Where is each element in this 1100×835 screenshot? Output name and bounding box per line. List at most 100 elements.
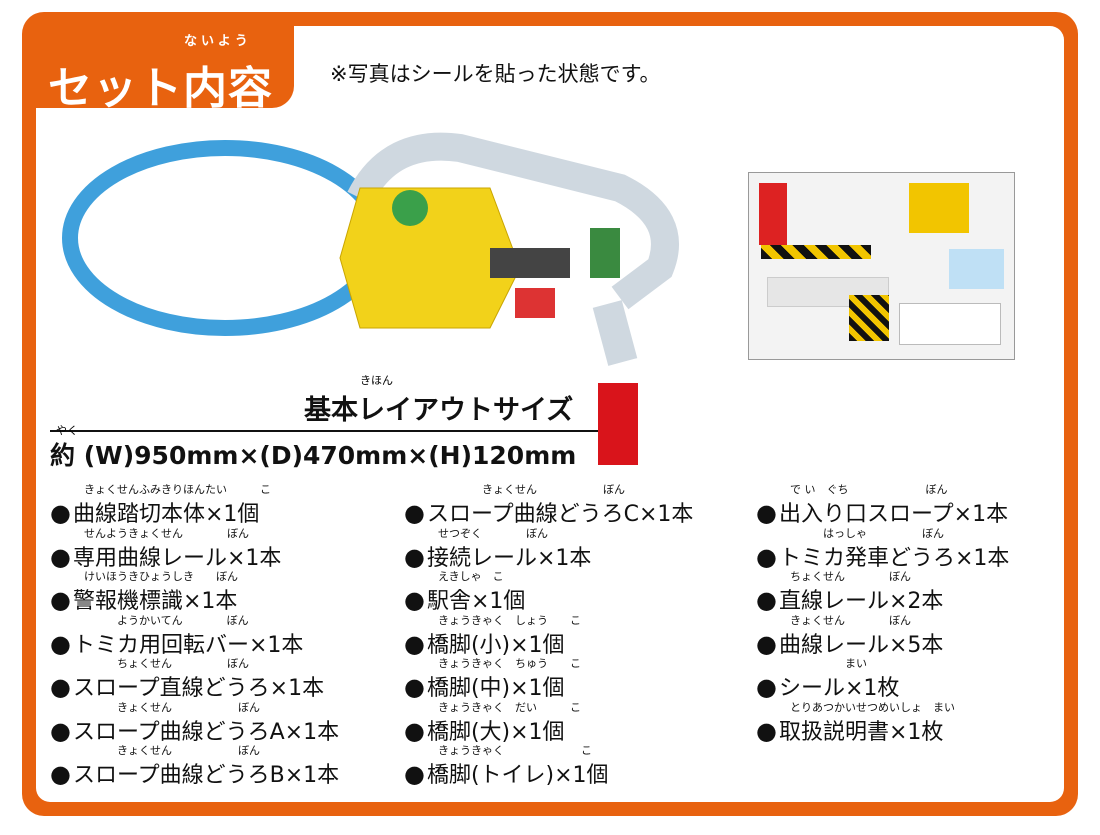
item-reading: きょくせん ぼん — [438, 483, 625, 496]
station-sticker — [899, 303, 1001, 345]
item-reading: けいほうきひょうしき ぼん — [84, 570, 238, 583]
item-text: トミカ用回転バー×1本 — [72, 632, 304, 658]
list-item: せんようきょくせん ぼん ●専用曲線レール×1本 — [50, 527, 282, 572]
page-title: セット内容 — [48, 63, 273, 114]
bullet-icon: ● — [404, 716, 425, 745]
list-item: きょくせんふみきりほんたい こ ●曲線踏切本体×1個 — [50, 483, 271, 528]
approx-label: 約 — [50, 441, 76, 470]
bullet-icon: ● — [404, 499, 425, 527]
item-reading: きょうきゃく だい こ — [438, 700, 581, 714]
item-reading: きょうきゃく しょう こ — [438, 613, 581, 627]
list-item: きょくせん ぼん ●スロープ曲線どうろB×1本 — [50, 744, 340, 789]
item-text: 専用曲線レール×1本 — [72, 545, 282, 571]
list-item: きょうきゃく しょう こ ●橋脚(小)×1個 — [404, 614, 581, 659]
item-reading: きょうきゃく ちゅう こ — [438, 657, 581, 670]
bullet-icon: ● — [404, 629, 425, 658]
bullet-icon: ● — [50, 716, 71, 745]
layout-size-heading: 基本レイアウトサイズ — [304, 395, 574, 426]
item-reading: せんようきょくせん ぼん — [84, 526, 249, 540]
bullet-icon: ● — [756, 499, 777, 527]
item-text: スロープ直線どうろ×1本 — [72, 676, 325, 701]
photo-note: ※写真はシールを貼った状態です。 — [330, 62, 661, 86]
bullet-icon: ● — [756, 629, 777, 658]
bullet-icon: ● — [404, 542, 425, 571]
item-reading: せつぞく ぼん — [438, 526, 548, 540]
stop-sticker — [759, 183, 787, 245]
item-reading: きょくせん ぼん — [84, 744, 260, 757]
item-reading: えきしゃ こ — [438, 570, 504, 583]
item-text: シール×1枚 — [778, 676, 900, 701]
bullet-icon: ● — [50, 673, 71, 701]
bullet-icon: ● — [404, 760, 425, 788]
hazard-sticker — [761, 245, 871, 259]
item-text: 警報機標識×1本 — [72, 589, 238, 614]
grey-slope-road — [347, 132, 679, 310]
list-item: はっしゃ ぼん ●トミカ発車どうろ×1本 — [756, 527, 1010, 572]
list-item: きょうきゃく こ ●橋脚(トイレ)×1個 — [404, 744, 609, 789]
item-text: 曲線レール×5本 — [778, 632, 944, 658]
approx-reading: やく — [56, 424, 78, 437]
list-item: きょくせん ぼん ●スロープ曲線どうろA×1本 — [50, 701, 340, 746]
item-text: 橋脚(大)×1個 — [426, 719, 565, 745]
item-reading: きょうきゃく こ — [438, 744, 592, 757]
station — [515, 288, 555, 318]
item-text: 橋脚(トイレ)×1個 — [426, 763, 609, 788]
item-text: スロープ曲線どうろC×1本 — [426, 502, 694, 527]
item-text: 出入り口スロープ×1本 — [778, 502, 1009, 527]
list-item: えきしゃ こ ●駅舎×1個 — [404, 570, 526, 615]
item-reading: とりあつかいせつめいしょ まい — [790, 700, 955, 714]
hazard-sticker-2 — [849, 295, 889, 341]
sticker-sheet — [748, 172, 1015, 360]
pillar — [590, 228, 620, 278]
item-text: 駅舎×1個 — [426, 589, 526, 614]
bullet-icon: ● — [756, 542, 777, 571]
item-reading: きょくせんふみきりほんたい こ — [84, 483, 271, 496]
list-item: きょくせん ぼん ●曲線レール×5本 — [756, 614, 944, 659]
list-item: せつぞく ぼん ●接続レール×1本 — [404, 527, 592, 572]
product-photo — [62, 132, 679, 366]
list-item: まい●シール×1枚 — [756, 657, 900, 702]
exit-slope — [592, 300, 638, 366]
list-item: きょうきゃく ちゅう こ ●橋脚(中)×1個 — [404, 657, 581, 702]
crossing — [490, 248, 570, 278]
item-reading: はっしゃ ぼん — [790, 526, 944, 540]
item-text: 取扱説明書×1枚 — [778, 719, 944, 745]
item-text: 橋脚(中)×1個 — [426, 676, 565, 701]
item-text: 橋脚(小)×1個 — [426, 632, 565, 658]
bullet-icon: ● — [50, 542, 71, 571]
list-item: きょうきゃく だい こ ●橋脚(大)×1個 — [404, 701, 581, 746]
blue-track-loop — [62, 140, 388, 336]
bullet-icon: ● — [50, 760, 71, 788]
list-item: ようかいてん ぼん●トミカ用回転バー×1本 — [50, 614, 304, 659]
item-text: スロープ曲線どうろB×1本 — [72, 763, 340, 788]
item-reading: で い ぐち ぼん — [790, 483, 948, 496]
layout-size-reading: きほん — [360, 374, 393, 387]
crossing-sticker — [909, 183, 969, 233]
item-text: 接続レール×1本 — [426, 545, 592, 571]
bullet-icon: ● — [50, 499, 71, 527]
divider-line — [50, 430, 602, 432]
item-reading: ようかいてん ぼん — [84, 613, 249, 627]
item-text: 曲線踏切本体×1個 — [72, 502, 260, 527]
list-item: で い ぐち ぼん ●出入り口スロープ×1本 — [756, 483, 1009, 528]
green-tower — [392, 190, 428, 226]
item-reading: ちょくせん ぼん — [790, 570, 911, 583]
item-text: 直線レール×2本 — [778, 589, 944, 614]
bullet-icon: ● — [50, 586, 71, 614]
item-reading: きょくせん ぼん — [84, 700, 260, 714]
item-text: スロープ曲線どうろA×1本 — [72, 719, 340, 745]
item-reading: ちょくせん ぼん — [84, 657, 249, 670]
dimensions-value: (W)950mm×(D)470mm×(H)120mm — [83, 441, 577, 470]
yellow-base — [339, 187, 521, 329]
title-tab: ないよう セット内容 — [36, 26, 294, 114]
item-text: トミカ発車どうろ×1本 — [778, 545, 1010, 571]
list-item: ちょくせん ぼん ●スロープ直線どうろ×1本 — [50, 657, 325, 702]
bullet-icon: ● — [756, 716, 777, 745]
bullet-icon: ● — [404, 673, 425, 701]
item-reading: きょくせん ぼん — [790, 613, 911, 627]
list-item: きょくせん ぼん ●スロープ曲線どうろC×1本 — [404, 483, 694, 528]
bullet-icon: ● — [404, 586, 425, 614]
red-accent-bar — [598, 383, 638, 465]
building-sticker — [949, 249, 1004, 289]
list-item: とりあつかいせつめいしょ まい ●取扱説明書×1枚 — [756, 701, 955, 746]
